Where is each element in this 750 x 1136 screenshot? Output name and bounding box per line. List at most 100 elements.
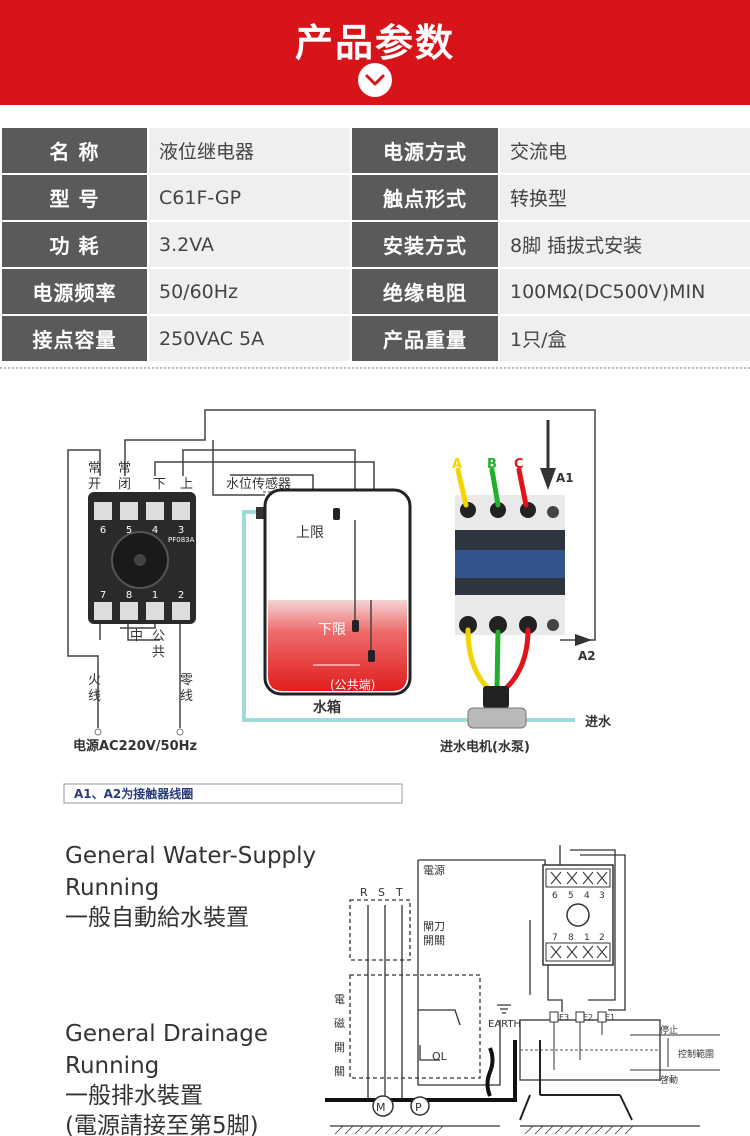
wiring-diagram: 6 5 4 3 7 8 1 2 PF083A 常开 常闭 下 上 中 公共 火线… [63, 409, 612, 804]
spec-value: 8脚 插拔式安装 [498, 220, 750, 269]
pin-label: 1 [152, 590, 158, 601]
pump-label: P [415, 1101, 422, 1114]
drain-title-en: Running [65, 1053, 159, 1079]
spec-value: 250VAC 5A [147, 314, 352, 363]
label-lower: 下 [153, 477, 166, 492]
dotted-divider [0, 367, 750, 369]
pin-label: 7 [100, 590, 106, 601]
spec-value: 1只/盒 [498, 314, 750, 363]
model-tag: PF083A [168, 536, 195, 544]
spec-row: 名 称 液位继电器 电源方式 交流电 [0, 126, 750, 175]
tank-label: 水箱 [313, 699, 341, 716]
phase-b-label: B [487, 457, 497, 472]
pin-label: 4 [152, 525, 158, 536]
water-pipe [242, 510, 575, 722]
spec-value: 3.2VA [147, 220, 352, 269]
range-label: 控制範圍 [678, 1048, 714, 1060]
chevron-down-icon[interactable] [358, 63, 392, 97]
relay-socket: 6 5 4 3 7 8 1 2 PF083A [88, 492, 196, 624]
spec-row: 电源频率 50/60Hz 绝缘电阻 100MΩ(DC500V)MIN [0, 267, 750, 316]
electrode-label: E1 [605, 1013, 615, 1022]
relay-pin: 4 [584, 891, 590, 901]
spec-key: 产品重量 [350, 314, 500, 363]
spec-table: 名 称 液位继电器 电源方式 交流电 型 号 C61F-GP 触点形式 转换型 … [0, 126, 750, 363]
spec-key: 接点容量 [0, 314, 149, 363]
supply-title-en: General Water-Supply [65, 843, 316, 869]
contactor-device [455, 495, 565, 635]
phase-r: R [360, 886, 368, 899]
earth-label: EARTH [488, 1019, 521, 1030]
label-nc-open: 常开 [88, 461, 101, 492]
upper-limit-label: 上限 [296, 525, 324, 541]
header-banner: 产品参数 [0, 0, 750, 105]
schematic-diagram: General Water-Supply Running 一般自動給水裝置 Ge… [65, 843, 720, 1136]
spec-value: 交流电 [498, 126, 750, 175]
phase-s: S [378, 886, 385, 899]
electrode-label: E2 [583, 1013, 593, 1022]
phase-a-label: A [452, 457, 462, 472]
note-box [63, 783, 403, 804]
pin-label: 6 [100, 525, 106, 536]
label-upper: 上 [180, 477, 193, 492]
pin-label: 8 [126, 590, 132, 601]
supply-title-en: Running [65, 875, 159, 901]
page-title: 产品参数 [294, 21, 455, 65]
phase-c-label: C [514, 457, 524, 472]
spec-row: 功 耗 3.2VA 安装方式 8脚 插拔式安装 [0, 220, 750, 269]
stop-label: 停止 [660, 1024, 678, 1036]
spec-key: 电源频率 [0, 267, 149, 316]
relay-pin: 5 [568, 891, 574, 901]
pin-label: 3 [178, 525, 184, 536]
pump-label: 进水电机(水泵) [440, 739, 530, 755]
coil-note: A1、A2为接触器线圈 [74, 786, 193, 801]
relay-block [542, 864, 614, 966]
probe-icon [333, 508, 375, 662]
lower-limit-label: 下限 [318, 622, 346, 638]
relay-pin: 6 [552, 891, 558, 901]
common-end-label: (公共端) [330, 678, 375, 692]
schematic-lines [349, 845, 626, 1100]
mag-switch-label: 磁 [334, 1017, 345, 1030]
earth-icon [497, 1004, 511, 1014]
mag-switch-label: 關 [334, 1065, 345, 1078]
spec-row: 型 号 C61F-GP 触点形式 转换型 [0, 173, 750, 222]
power-label: 电源AC220V/50Hz [73, 738, 197, 754]
start-label: 啓動 [660, 1074, 678, 1086]
label-common: 公共 [152, 629, 165, 660]
relay-pin: 2 [599, 933, 605, 943]
spec-key: 名 称 [0, 126, 149, 175]
spec-value: C61F-GP [147, 173, 352, 222]
label-neutral: 零线 [180, 673, 193, 704]
knife-switch-label: 開關 [423, 934, 445, 947]
motor-icon [372, 1095, 394, 1117]
spec-key: 电源方式 [350, 126, 500, 175]
pump-icon [410, 1096, 430, 1116]
mag-switch-label: 電 [334, 993, 345, 1006]
valve-icon [467, 686, 527, 729]
spec-key: 功 耗 [0, 220, 149, 269]
spec-value: 液位继电器 [147, 126, 352, 175]
drain-title-cn: 一般排水裝置 [65, 1083, 203, 1109]
knife-switch-label: 閘刀 [423, 920, 445, 933]
label-middle: 中 [130, 629, 143, 644]
sensor-label: 水位传感器 [226, 476, 291, 492]
relay-pin: 1 [584, 933, 590, 943]
drain-note: (電源請接至第5脚) [65, 1113, 259, 1136]
a2-arrow-icon [575, 634, 592, 646]
spec-key: 安装方式 [350, 220, 500, 269]
water-tank [263, 488, 412, 696]
spec-value: 转换型 [498, 173, 750, 222]
supply-title-cn: 一般自動給水裝置 [65, 905, 249, 931]
electrode-label: E3 [559, 1013, 569, 1022]
label-nc-close: 常闭 [118, 461, 131, 492]
relay-pin: 3 [599, 891, 605, 901]
a2-label: A2 [578, 649, 596, 663]
pin-label: 2 [178, 590, 184, 601]
relay-pin: 8 [568, 933, 574, 943]
pipe-connector [256, 507, 266, 519]
a1-arrow-icon [540, 468, 556, 490]
label-fire: 火线 [88, 673, 101, 704]
inlet-label: 进水 [585, 714, 612, 730]
relay-pin: 7 [552, 933, 558, 943]
spec-value: 100MΩ(DC500V)MIN [498, 267, 750, 316]
